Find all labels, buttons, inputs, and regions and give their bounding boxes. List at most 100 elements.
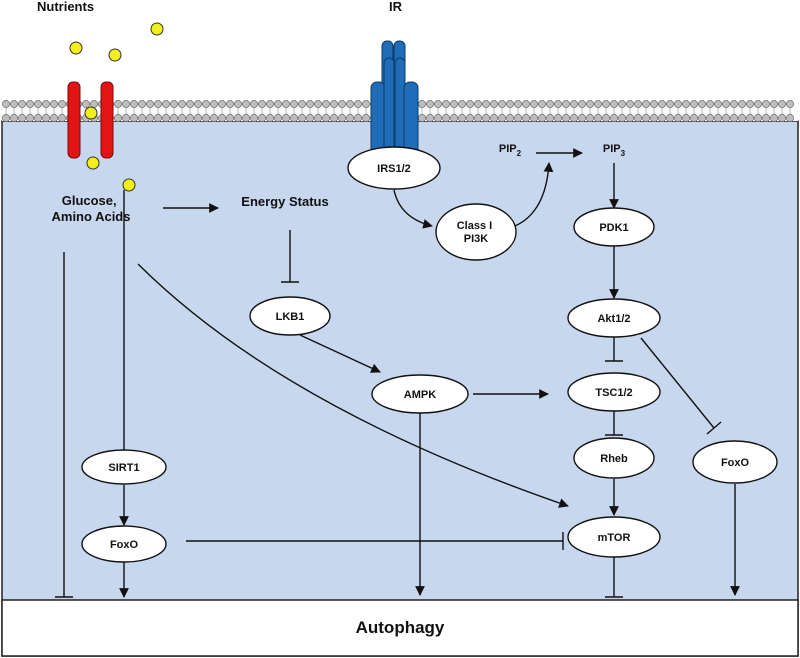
lipid-head	[114, 114, 122, 122]
lipid-head	[474, 114, 482, 122]
lipid-head	[266, 114, 274, 122]
lipid-head	[138, 100, 146, 108]
edge-akt-foxo-bar	[706, 421, 722, 435]
edge-irs-pi3k	[393, 189, 433, 229]
lipid-head	[658, 114, 666, 122]
lipid-head	[10, 100, 18, 108]
node-foxo-left: FoxO	[81, 525, 167, 563]
lipid-head	[578, 114, 586, 122]
lipid-head	[434, 114, 442, 122]
lipid-head	[746, 100, 754, 108]
lipid-head	[730, 114, 738, 122]
lipid-head	[322, 100, 330, 108]
lipid-head	[314, 100, 322, 108]
glucose-label: Glucose, Amino Acids	[52, 193, 131, 224]
lipid-head	[114, 100, 122, 108]
edge-lkb1-ampk	[299, 334, 381, 373]
node-foxo-left-label: FoxO	[110, 539, 139, 551]
lipid-head	[186, 114, 194, 122]
lipid-head	[162, 114, 170, 122]
lipid-head	[170, 100, 178, 108]
lipid-head	[362, 100, 370, 108]
lipid-head	[762, 100, 770, 108]
lipid-head	[146, 114, 154, 122]
lipid-head	[570, 100, 578, 108]
lipid-head	[362, 114, 370, 122]
lipid-head	[610, 100, 618, 108]
lipid-head	[354, 114, 362, 122]
node-mtor: mTOR	[567, 516, 661, 558]
lipid-head	[682, 100, 690, 108]
lipid-head	[474, 100, 482, 108]
lipid-head	[682, 114, 690, 122]
node-ampk: AMPK	[371, 374, 469, 414]
lipid-head	[698, 114, 706, 122]
lipid-head	[122, 114, 130, 122]
lipid-head	[234, 114, 242, 122]
lipid-head	[770, 114, 778, 122]
lipid-head	[466, 100, 474, 108]
lipid-head	[658, 100, 666, 108]
node-pdk1-label: PDK1	[599, 222, 628, 234]
glucose-line-2: Amino Acids	[52, 209, 131, 224]
lipid-head	[434, 100, 442, 108]
lipid-head	[650, 100, 658, 108]
lipid-head	[290, 114, 298, 122]
pip2-sub: 2	[517, 149, 522, 158]
nutrient-dot	[108, 48, 122, 62]
nutrient-dot	[69, 41, 83, 55]
pip3-sub: 3	[621, 149, 626, 158]
lipid-head	[626, 114, 634, 122]
lipid-head	[450, 114, 458, 122]
pip3-label: PIP3	[603, 143, 626, 158]
lipid-head	[330, 114, 338, 122]
node-irs-label: IRS1/2	[377, 163, 411, 175]
lipid-head	[210, 100, 218, 108]
lipid-head	[314, 114, 322, 122]
lipid-head	[202, 114, 210, 122]
lipid-head	[226, 114, 234, 122]
lipid-head	[554, 114, 562, 122]
lipid-head	[418, 100, 426, 108]
lipid-head	[42, 100, 50, 108]
lipid-head	[218, 100, 226, 108]
lipid-head	[458, 100, 466, 108]
lipid-head	[170, 114, 178, 122]
pip3-main: PIP	[603, 143, 621, 155]
node-pi3k-line-2: PI3K	[464, 233, 489, 245]
lipid-head	[786, 114, 794, 122]
lipid-head	[594, 114, 602, 122]
node-pi3k-line-1: Class I	[457, 220, 492, 232]
pip2-main: PIP	[499, 143, 517, 155]
lipid-head	[418, 114, 426, 122]
lipid-head	[562, 114, 570, 122]
node-irs: IRS1/2	[347, 146, 441, 190]
node-rheb: Rheb	[573, 437, 655, 479]
lipid-head	[426, 114, 434, 122]
lipid-head	[506, 114, 514, 122]
lipid-head	[586, 100, 594, 108]
lipid-head	[194, 114, 202, 122]
lipid-head	[506, 100, 514, 108]
lipid-head	[178, 114, 186, 122]
node-sirt1: SIRT1	[81, 449, 167, 485]
lipid-head	[618, 114, 626, 122]
lipid-head	[82, 100, 90, 108]
lipid-head	[770, 100, 778, 108]
lipid-head	[274, 100, 282, 108]
insulin-receptor	[370, 40, 419, 159]
lipid-head	[498, 100, 506, 108]
lipid-head	[442, 114, 450, 122]
lipid-head	[130, 100, 138, 108]
lipid-head	[522, 114, 530, 122]
lipid-head	[330, 100, 338, 108]
lipid-head	[634, 114, 642, 122]
lipid-head	[122, 100, 130, 108]
lipid-head	[34, 100, 42, 108]
lipid-head	[754, 114, 762, 122]
lipid-head	[274, 114, 282, 122]
edge-glucose-mtor	[137, 263, 569, 508]
lipid-head	[738, 114, 746, 122]
lipid-head	[18, 114, 26, 122]
